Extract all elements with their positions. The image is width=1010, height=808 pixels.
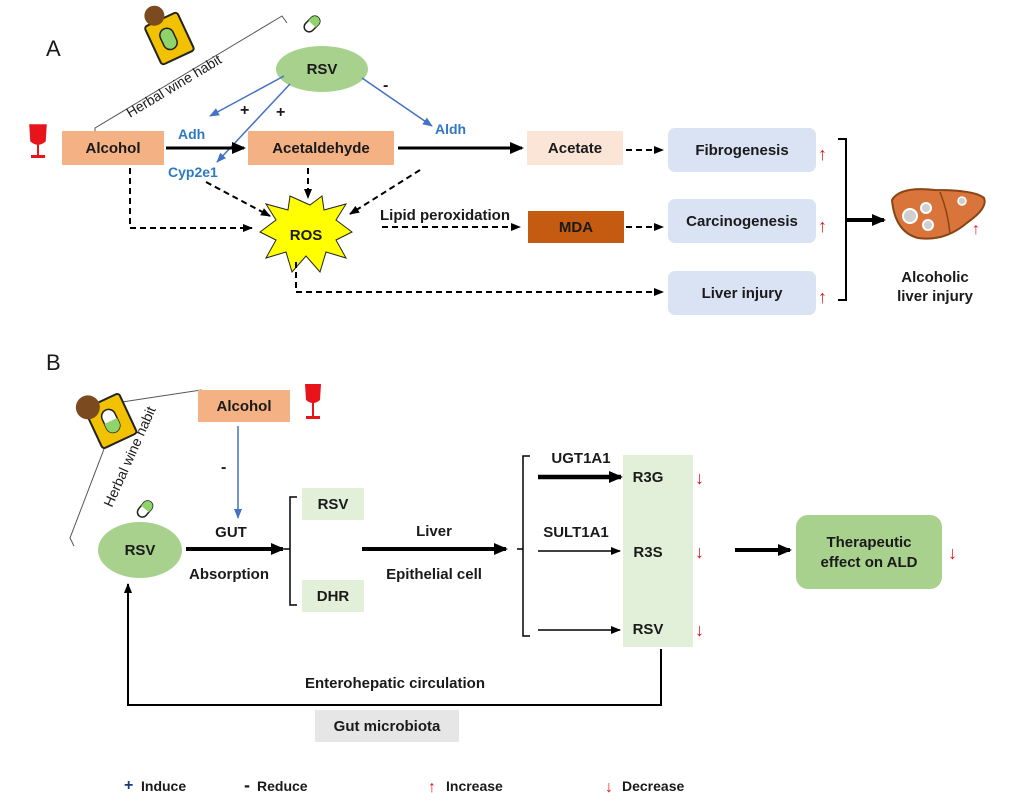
herbal-jar-icon-b: [75, 392, 138, 449]
dashed-arrows-a: [129, 146, 664, 296]
legend-reduce-label: Reduce: [257, 778, 308, 794]
r3g-decrease-icon: ↓: [695, 468, 704, 488]
metabolite-bracket: [522, 455, 530, 637]
liver-label: Liver: [416, 523, 452, 540]
therapeutic-box: [796, 515, 942, 589]
capsule-icon: [303, 15, 321, 33]
carcinogenesis-label: Carcinogenesis: [686, 213, 798, 230]
panel-b-rsv-ellipse: [98, 522, 182, 578]
legend: + Induce - Reduce ↑ Increase ↓ Decrease: [124, 775, 684, 796]
wine-glass-icon-b: [305, 384, 321, 419]
epithelial-cell-label: Epithelial cell: [386, 566, 482, 583]
liver-injury-label: Liver injury: [702, 285, 784, 302]
plus-sign-adh: +: [240, 102, 249, 119]
absorption-label: Absorption: [189, 566, 269, 583]
ros-label: ROS: [290, 227, 323, 244]
panel-a-acetaldehyde-label: Acetaldehyde: [272, 140, 370, 157]
r3g-label: R3G: [633, 469, 664, 486]
r3s-decrease-icon: ↓: [695, 542, 704, 562]
dhr-box-label: DHR: [317, 588, 350, 605]
enterohepatic-label: Enterohepatic circulation: [305, 675, 485, 692]
legend-plus-symbol: +: [124, 777, 133, 794]
fibrogenesis-label: Fibrogenesis: [695, 142, 788, 159]
panel-a-acetate-box: [527, 131, 623, 165]
panel-a-habit-bracket: Herbal wine habit: [94, 15, 288, 133]
liver-injury-box: [668, 271, 816, 315]
mda-label: MDA: [559, 219, 593, 236]
mda-box: [528, 211, 624, 243]
therapeutic-line2: effect on ALD: [821, 554, 918, 571]
panel-b-alcohol-label: Alcohol: [217, 398, 272, 415]
cyp2e1-label: Cyp2e1: [168, 164, 218, 180]
panel-a-label: A: [46, 36, 61, 61]
legend-increase-label: Increase: [446, 778, 503, 794]
rsv-box-label: RSV: [318, 496, 349, 513]
therapeutic-decrease-icon: ↓: [948, 543, 957, 563]
gut-label: GUT: [215, 524, 247, 541]
legend-increase-icon: ↑: [428, 779, 436, 796]
fibrogenesis-increase-icon: ↑: [818, 144, 827, 164]
alcoholic-liver-injury-line2: liver injury: [897, 288, 974, 305]
liver-injury-increase-icon: ↑: [818, 287, 827, 307]
aldh-label: Aldh: [435, 121, 466, 137]
capsule-icon-b: [136, 500, 154, 518]
dhr-box: [302, 580, 364, 612]
panel-b-minus-sign: -: [221, 459, 226, 476]
panel-a-acetaldehyde-box: [248, 131, 394, 165]
plus-sign-cyp: +: [276, 104, 285, 121]
panel-a-acetate-label: Acetate: [548, 140, 602, 157]
rsv-out-decrease-icon: ↓: [695, 620, 704, 640]
liver-increase-icon: ↑: [972, 221, 980, 238]
carcinogenesis-box: [668, 199, 816, 243]
metabolite-column: [623, 455, 693, 647]
gut-microbiota-box: [315, 710, 459, 742]
alcoholic-liver-injury-line1: Alcoholic: [901, 269, 969, 286]
panel-a-alcohol-label: Alcohol: [86, 140, 141, 157]
wine-glass-icon: [29, 124, 47, 158]
enterohepatic-loop: [124, 583, 662, 706]
fibrogenesis-box: [668, 128, 816, 172]
panel-a-alcohol-box: [62, 131, 164, 165]
r3s-label: R3S: [633, 544, 662, 561]
carcinogenesis-increase-icon: ↑: [818, 216, 827, 236]
gut-microbiota-label: Gut microbiota: [334, 718, 441, 735]
minus-sign-aldh: -: [383, 77, 388, 94]
liver-icon: [890, 188, 986, 240]
legend-induce-label: Induce: [141, 778, 186, 794]
legend-decrease-icon: ↓: [605, 779, 613, 796]
outcome-bracket: [838, 138, 847, 301]
panel-a-rsv-ellipse: [276, 46, 368, 92]
rsv-box: [302, 488, 364, 520]
adh-label: Adh: [178, 126, 205, 142]
panel-a-rsv-label: RSV: [307, 61, 338, 78]
sult1a1-label: SULT1A1: [543, 524, 609, 541]
ugt1a1-label: UGT1A1: [551, 450, 610, 467]
panel-b-alcohol-box: [198, 390, 290, 422]
rsv-out-label: RSV: [633, 621, 664, 638]
legend-decrease-label: Decrease: [622, 778, 684, 794]
panel-b-rsv-label: RSV: [125, 542, 156, 559]
panel-a-habit-label: Herbal wine habit: [123, 51, 224, 120]
gut-products-bracket: [289, 496, 297, 606]
panel-b-label: B: [46, 350, 61, 375]
herbal-jar-icon: [144, 5, 195, 66]
legend-minus-symbol: -: [244, 775, 250, 795]
lipid-peroxidation-label: Lipid peroxidation: [380, 207, 510, 224]
therapeutic-line1: Therapeutic: [826, 534, 911, 551]
